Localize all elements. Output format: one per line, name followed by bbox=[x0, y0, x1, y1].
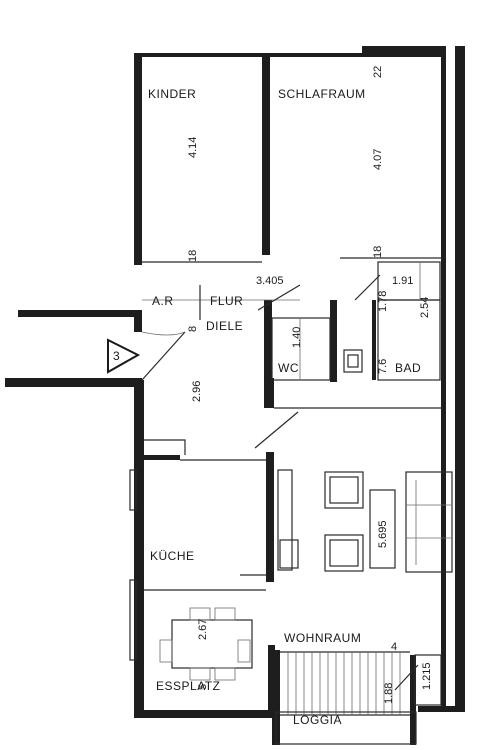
dimension-bad-wall: 7.6 bbox=[377, 359, 389, 374]
dimension-kinder-bottom: 18 bbox=[187, 250, 199, 262]
walls bbox=[5, 46, 465, 745]
entrance-marker: 3 bbox=[107, 338, 141, 374]
dimension-diele-top: 8 bbox=[187, 326, 199, 332]
dimension-bad-depth: 1.78 bbox=[377, 291, 389, 312]
room-label-loggia: LOGGIA bbox=[293, 713, 342, 727]
dimension-schlafraum-top: 22 bbox=[372, 66, 384, 78]
dimension-bad-width: 1.91 bbox=[392, 275, 413, 287]
dimension-loggia-side: 1.215 bbox=[421, 662, 433, 690]
room-label-bad: BAD bbox=[395, 361, 421, 375]
dimension-diele-length: 2.96 bbox=[191, 381, 203, 402]
room-label-kueche: KÜCHE bbox=[150, 549, 195, 563]
dimension-labels: 4.14 18 4.07 22 18 1.78 2.54 1.40 7.6 8 … bbox=[187, 66, 433, 704]
dimension-wohnraum-length: 5.695 bbox=[377, 520, 389, 548]
dimension-bad-length: 2.54 bbox=[419, 297, 431, 318]
interior-lines bbox=[129, 257, 441, 661]
dimension-essplatz-length: 2.67 bbox=[197, 619, 209, 640]
room-labels: KINDER SCHLAFRAUM A.R FLUR DIELE WC BAD … bbox=[148, 87, 421, 727]
dimension-flur-width: 3.405 bbox=[256, 275, 284, 287]
dimension-loggia-depth: 1.88 bbox=[383, 683, 395, 704]
dimension-wc-length: 1.40 bbox=[291, 327, 303, 348]
room-label-wohnraum: WOHNRAUM bbox=[284, 631, 361, 645]
dimension-schlafraum-length: 4.07 bbox=[372, 149, 384, 170]
room-label-abstellraum: A.R bbox=[152, 294, 174, 308]
room-label-schlafraum: SCHLAFRAUM bbox=[278, 87, 366, 101]
room-label-kinder: KINDER bbox=[148, 87, 196, 101]
dimension-schlafraum-bottom: 18 bbox=[372, 246, 384, 258]
dimension-loggia-corner: 4 bbox=[391, 641, 397, 653]
room-label-essplatz: ESSPLATZ bbox=[156, 679, 220, 693]
entrance-marker-number: 3 bbox=[113, 349, 120, 363]
loggia-railing bbox=[275, 651, 442, 745]
dimension-kinder-length: 4.14 bbox=[187, 137, 199, 158]
room-label-flur: FLUR bbox=[210, 294, 243, 308]
dimension-essplatz-small: 5 bbox=[197, 684, 209, 690]
room-label-diele: DIELE bbox=[206, 319, 243, 333]
furniture bbox=[159, 469, 453, 681]
room-label-wc: WC bbox=[278, 361, 299, 375]
